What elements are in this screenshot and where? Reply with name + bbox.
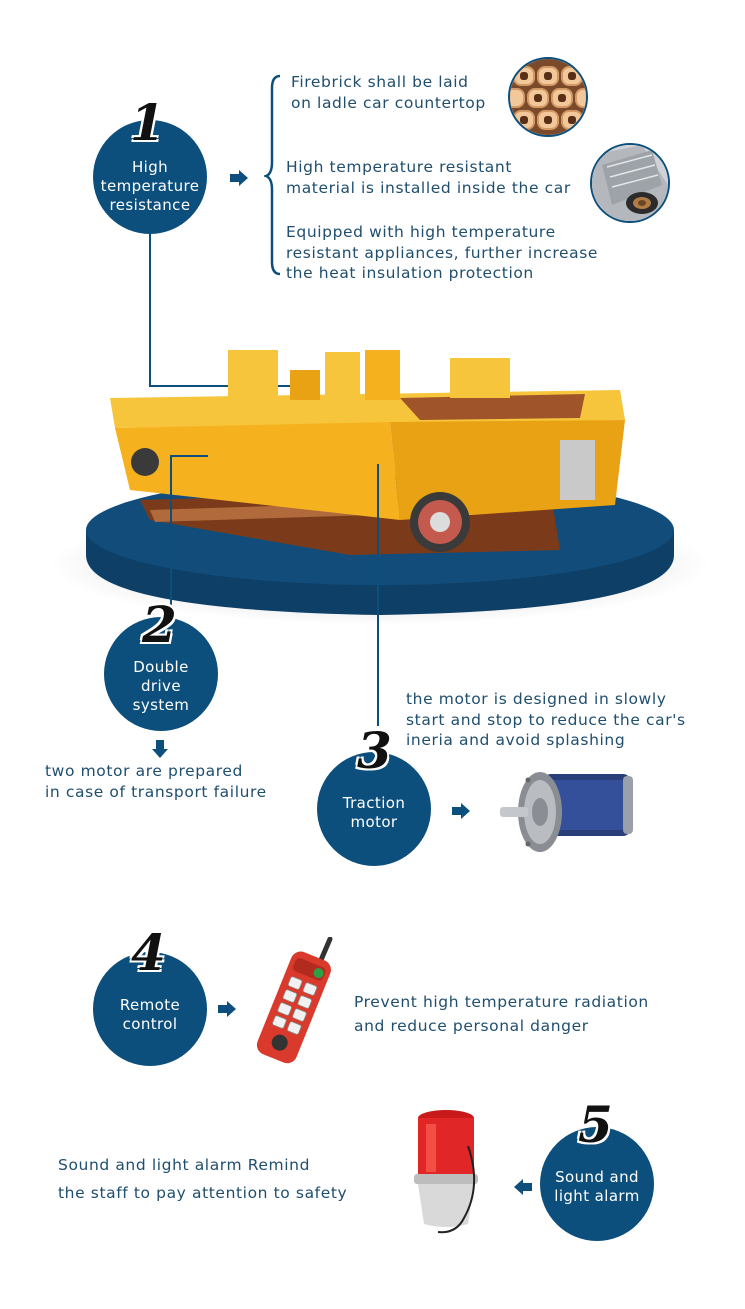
alarm-light-image [414,1110,478,1234]
feature-3-number: 3 [357,721,392,780]
remote-control-image [256,937,333,1064]
feature-1-circle: High temperature resistance [93,120,207,234]
traction-motor-image [500,772,633,852]
firebrick-image [508,57,588,137]
feature-1-title: High temperature resistance [100,157,200,214]
feature-5-circle: Sound and light alarm [540,1127,654,1241]
feature-5-number: 5 [578,1095,613,1154]
feature-1-point-3: Equipped with high temperature resistant… [286,223,599,282]
connector-line-3 [377,464,379,726]
feature-3-description: the motor is designed in slowly start an… [406,690,686,749]
feature-2-circle: Double drive system [104,617,218,731]
feature-1-number: 1 [130,93,165,152]
feature-4-circle: Remote control [93,952,207,1066]
insulation-roll-image [590,143,670,223]
feature-2-number: 2 [142,595,177,654]
feature-3-title: Traction motor [342,794,406,831]
feature-4-title: Remote control [119,996,181,1033]
brace-icon [264,74,281,276]
connector-line-2b [170,455,172,615]
feature-4-description: Prevent high temperature radiation and r… [354,993,649,1035]
feature-5-description: Sound and light alarm Remind the staff t… [58,1156,348,1202]
feature-1-point-2: High temperature resistant material is i… [286,158,571,197]
feature-1-point-1: Firebrick shall be laid on ladle car cou… [291,73,486,112]
ladle-car-image [50,350,710,625]
connector-line-2a [170,455,208,457]
feature-2-title: Double drive system [132,657,190,714]
connector-line-1 [149,234,151,386]
feature-3-circle: Traction motor [317,752,431,866]
feature-2-description: two motor are prepared in case of transp… [45,762,267,801]
feature-5-title: Sound and light alarm [554,1168,640,1205]
feature-4-number: 4 [131,923,166,982]
